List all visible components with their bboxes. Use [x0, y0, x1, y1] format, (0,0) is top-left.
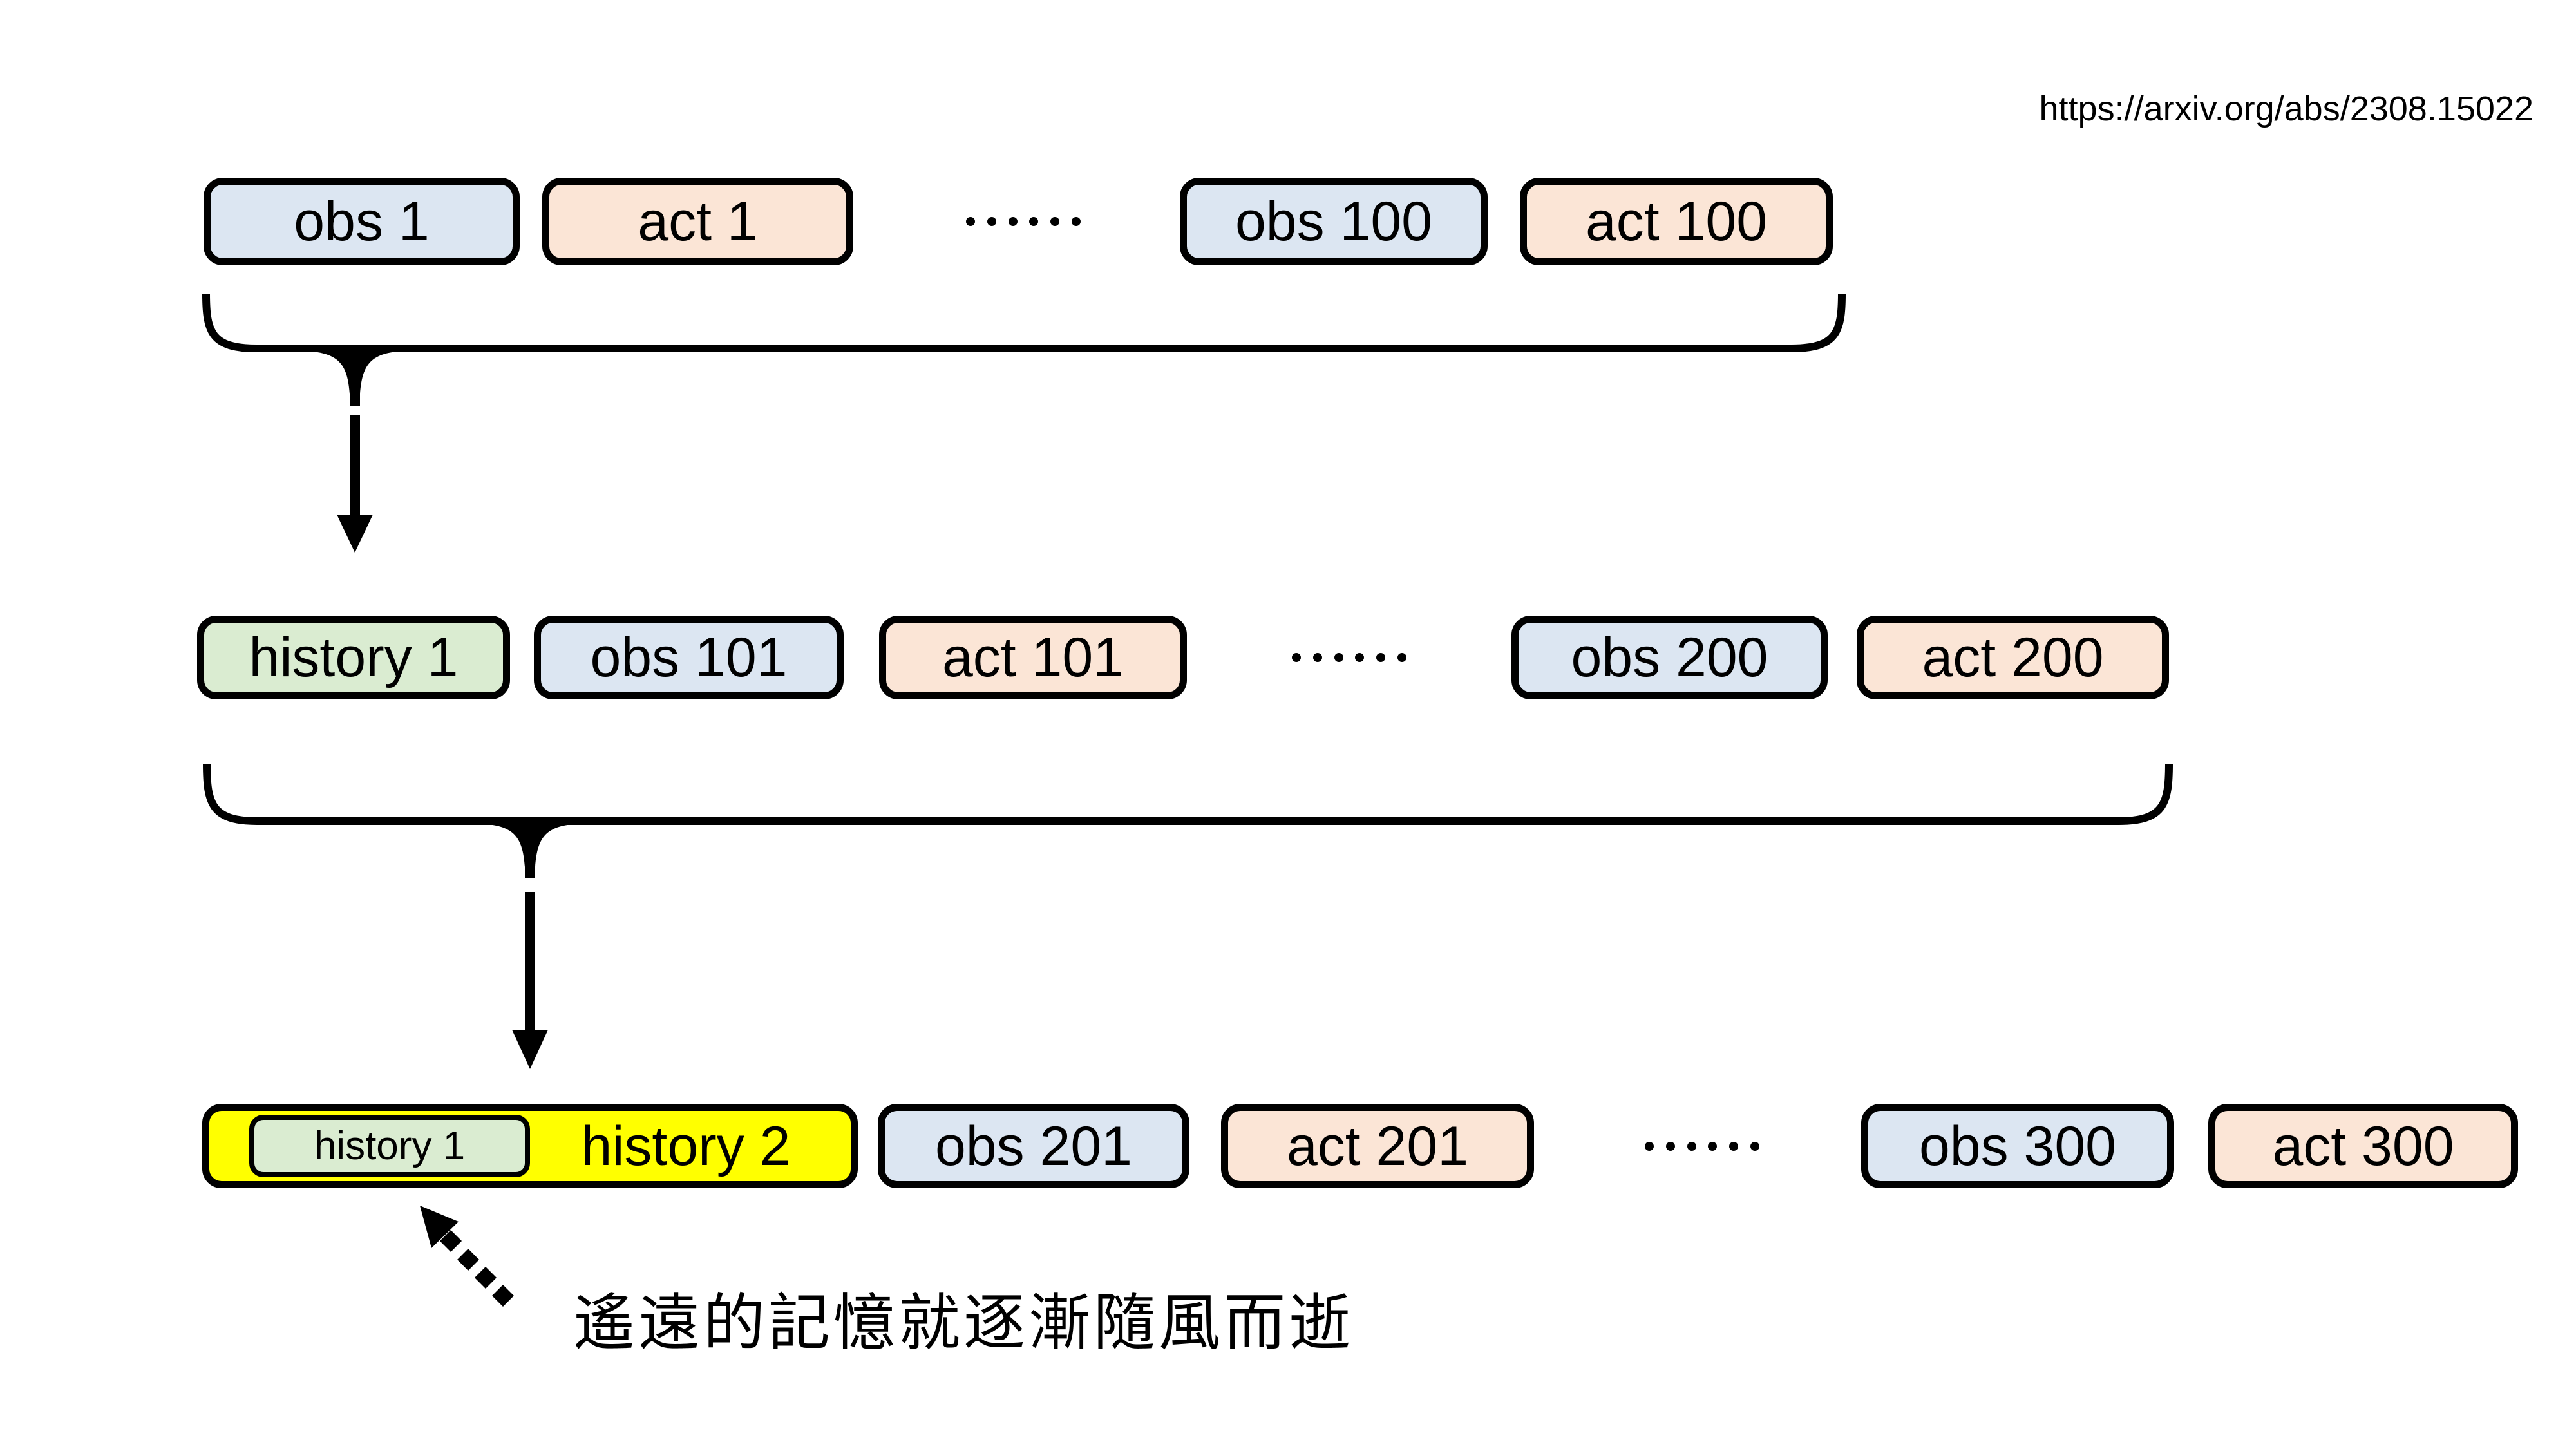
brace-row1 — [202, 293, 1846, 406]
box-obs-1: obs 1 — [204, 178, 520, 265]
box-act-200: act 200 — [1857, 616, 2169, 699]
ellipsis-row2 — [1292, 616, 1406, 699]
down-arrow-2 — [512, 892, 548, 1069]
dot — [1397, 653, 1406, 662]
box-act-100: act 100 — [1520, 178, 1833, 265]
dot — [1645, 1141, 1654, 1151]
history-2-label: history 2 — [581, 1115, 791, 1177]
ellipsis-row1 — [966, 178, 1081, 265]
dot — [987, 217, 996, 226]
dashed-arrow — [420, 1206, 514, 1307]
dot — [1312, 653, 1322, 662]
arxiv-url: https://arxiv.org/abs/2308.15022 — [2039, 90, 2534, 128]
dot — [1376, 653, 1386, 662]
dot — [1050, 217, 1060, 226]
box-history-1: history 1 — [197, 616, 510, 699]
dot — [1355, 653, 1365, 662]
dot — [966, 217, 975, 226]
dot — [1708, 1141, 1718, 1151]
box-obs-101: obs 101 — [534, 616, 844, 699]
box-obs-200: obs 200 — [1511, 616, 1828, 699]
box-obs-100: obs 100 — [1180, 178, 1488, 265]
box-act-101: act 101 — [879, 616, 1187, 699]
dot — [1334, 653, 1343, 662]
highlight-history-box: history 1 history 2 — [202, 1104, 858, 1188]
brace-row2 — [203, 763, 2173, 878]
dot — [1008, 217, 1018, 226]
annotation-text: 遙遠的記憶就逐漸隨風而逝 — [573, 1289, 1354, 1358]
box-act-300: act 300 — [2208, 1104, 2518, 1188]
dot — [1729, 1141, 1739, 1151]
dot — [1665, 1141, 1675, 1151]
dot — [1029, 217, 1039, 226]
dot — [1071, 217, 1081, 226]
ellipsis-row3 — [1645, 1104, 1759, 1188]
box-obs-201: obs 201 — [878, 1104, 1189, 1188]
dot — [1750, 1141, 1759, 1151]
box-obs-300: obs 300 — [1861, 1104, 2174, 1188]
dot — [1292, 653, 1301, 662]
box-act-201: act 201 — [1221, 1104, 1534, 1188]
nested-history-1-box: history 1 — [249, 1115, 530, 1177]
down-arrow-1 — [337, 415, 373, 553]
box-act-1: act 1 — [542, 178, 853, 265]
dot — [1687, 1141, 1696, 1151]
